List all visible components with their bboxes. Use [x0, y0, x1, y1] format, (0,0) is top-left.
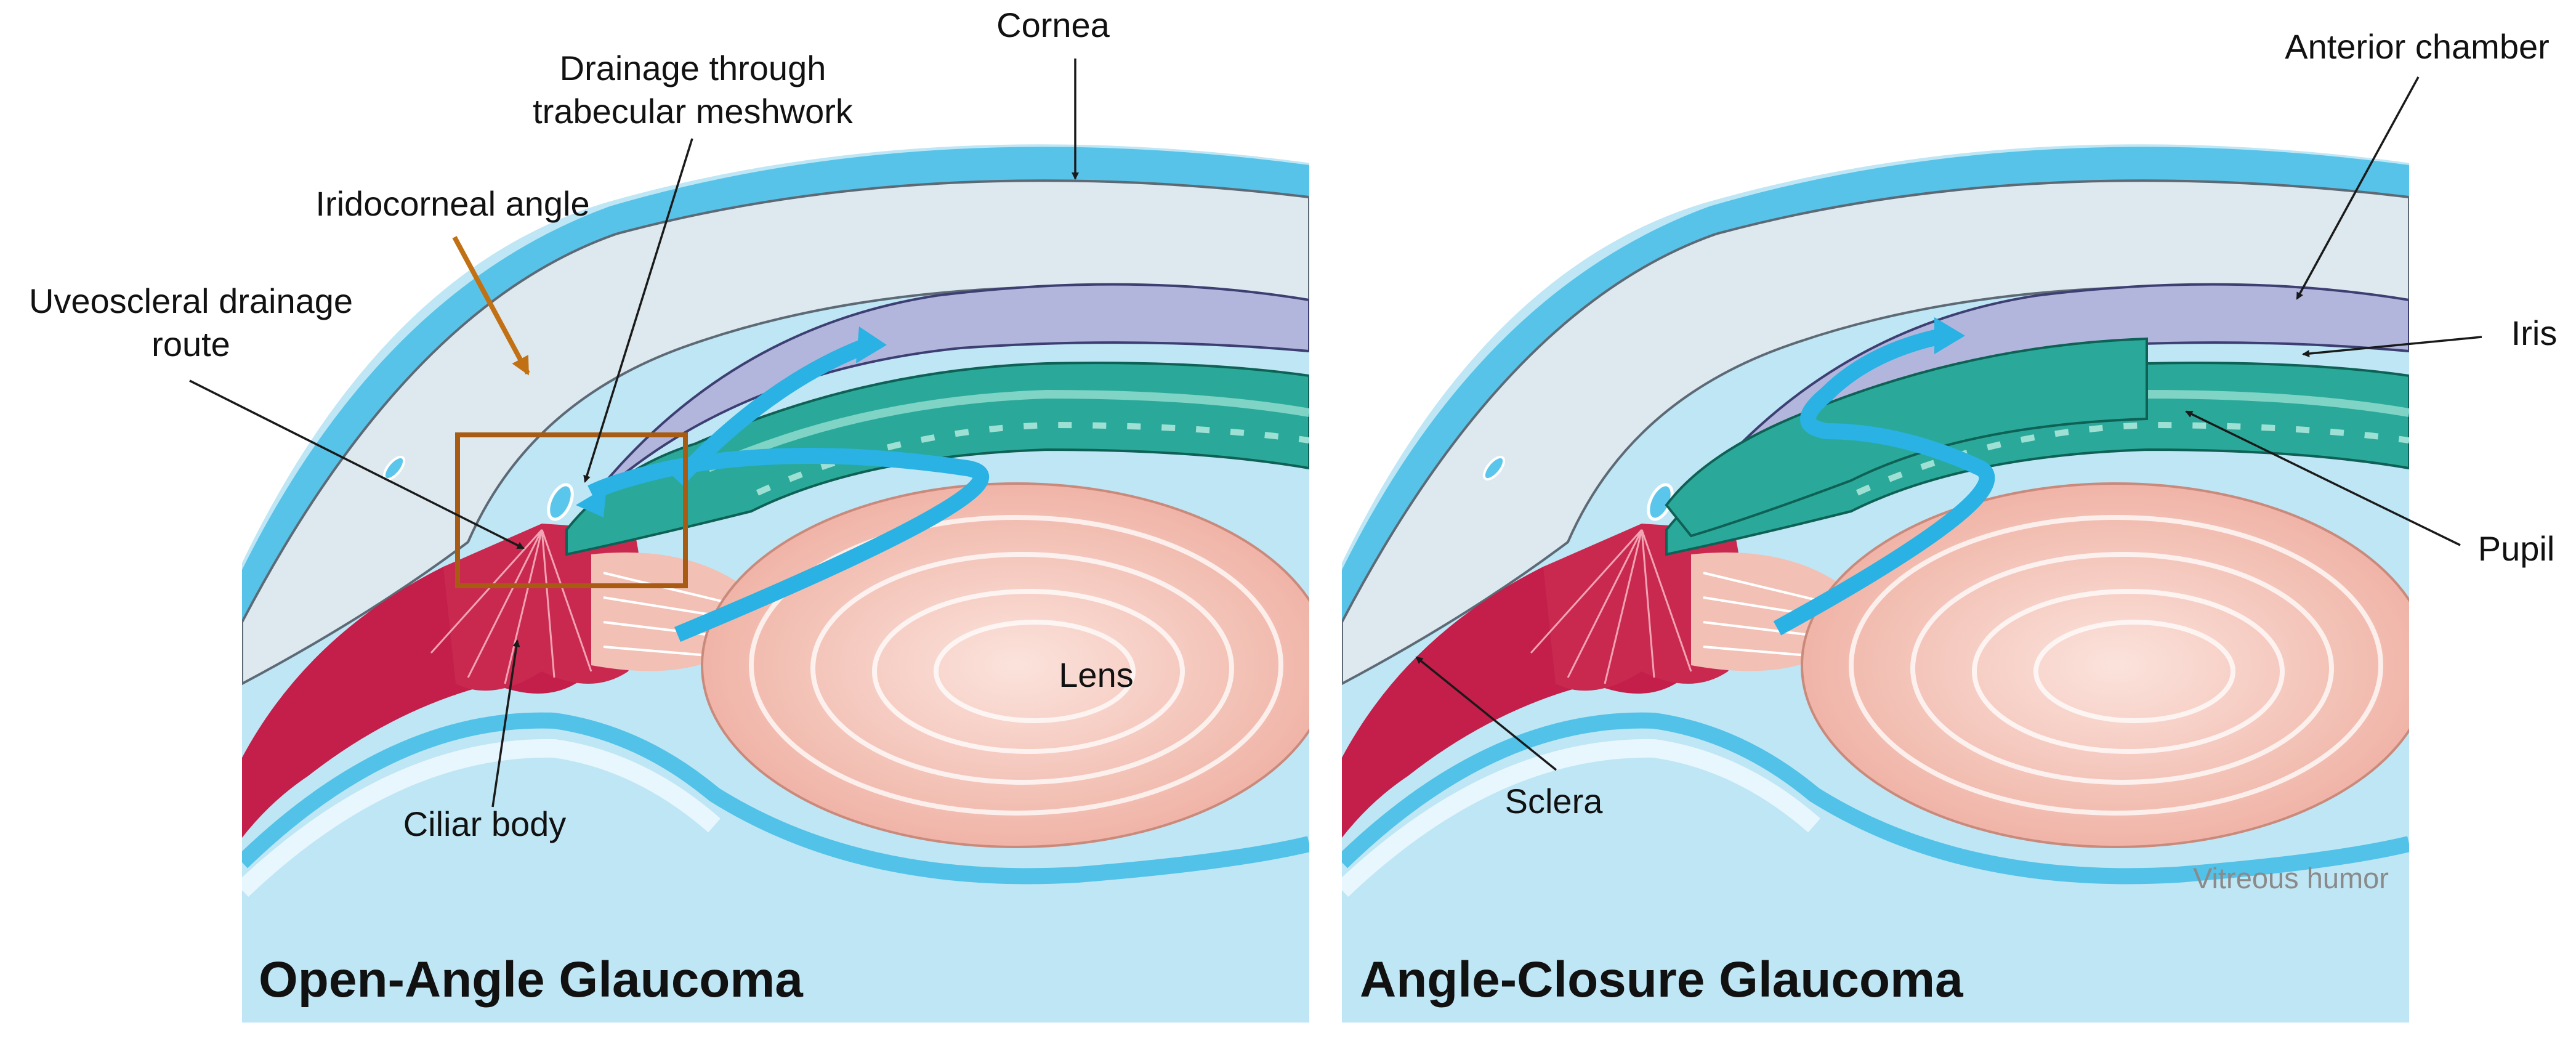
angle-closure-panel [1340, 0, 2430, 1026]
uveoscleral-label-line2: route [151, 325, 230, 363]
eye-cross-section [240, 0, 1330, 1026]
sclera-label: Sclera [1505, 782, 1604, 820]
drainage-label-line2: trabecular meshwork [533, 92, 854, 131]
cornea-label: Cornea [996, 6, 1110, 44]
ciliary-body-label: Ciliar body [403, 804, 567, 843]
panel-title-angle-closure: Angle-Closure Glaucoma [1360, 952, 1964, 1008]
panel-title-open-angle: Open-Angle Glaucoma [259, 952, 804, 1008]
drainage-label-line1: Drainage through [560, 49, 826, 87]
iridocorneal-angle-box [455, 432, 688, 588]
iris-label: Iris [2511, 314, 2558, 352]
open-angle-panel [240, 0, 1330, 1026]
aqueous-flow-arrow [587, 448, 989, 642]
uveoscleral-label-line1: Uveoscleral drainage [29, 282, 353, 320]
anterior-chamber-label: Anterior chamber [2285, 27, 2550, 66]
leader-lines [189, 59, 2482, 808]
aqueous-flow-arrow [1773, 328, 1995, 636]
lens-label: Lens [1059, 655, 1133, 694]
iridocorneal-angle-label: Iridocorneal angle [315, 184, 589, 223]
pupil-label: Pupil [2478, 529, 2555, 568]
vitreous-humor-label: Vitreous humor [2193, 862, 2389, 894]
